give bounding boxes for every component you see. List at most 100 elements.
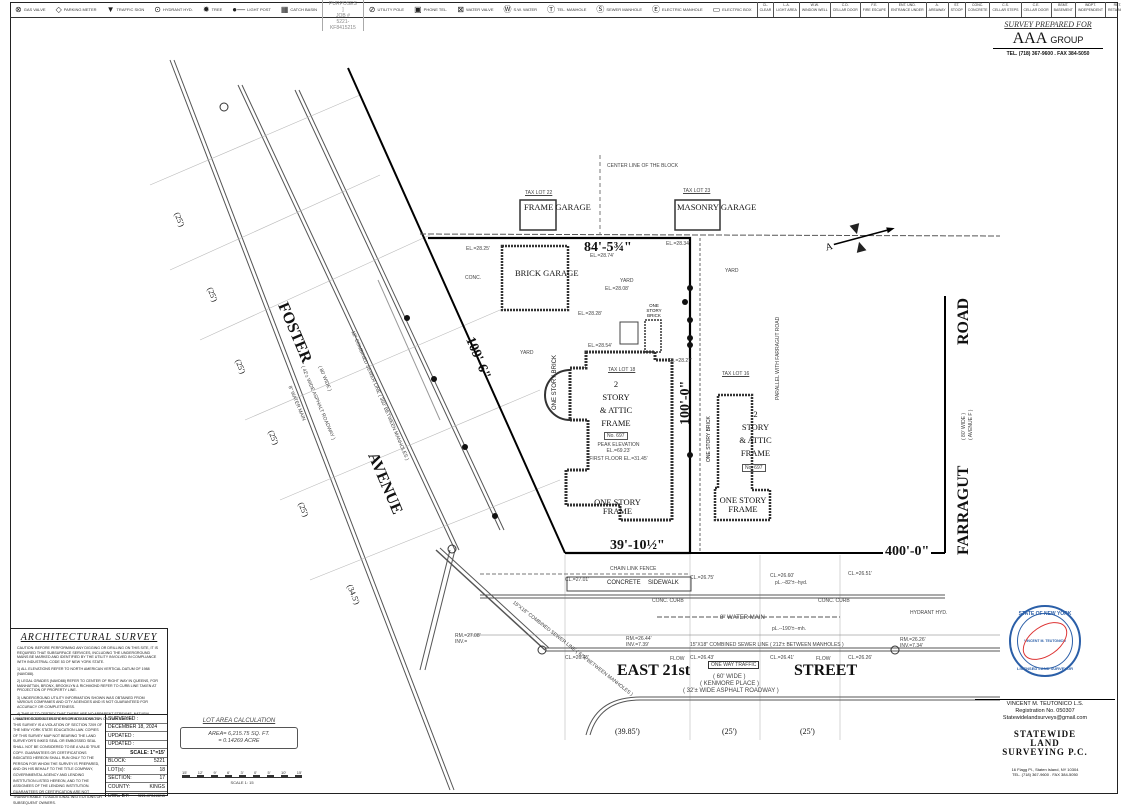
abbreviation-cell: C.E.CELLAR DOOR xyxy=(1020,2,1051,17)
registration-number: Registration No. 050307 xyxy=(1015,708,1075,714)
street-label-farragut: FARRAGUT xyxy=(955,465,972,555)
surveyor-name: VINCENT M. TEUTONICO L.S. xyxy=(1006,701,1084,707)
bay-one-story-brick: ONE STORY BRICK xyxy=(552,354,558,410)
wood-fence-north xyxy=(419,233,1001,237)
parking-meter-icon: ◇ xyxy=(55,5,62,14)
scale-bar-graphic xyxy=(182,775,302,778)
east21-width: ( 60' WIDE ) xyxy=(713,674,746,680)
scale-tick: 3' xyxy=(240,770,244,775)
abbreviation-cell: BSMT.BASEMENT xyxy=(1050,2,1075,17)
east21-water-main: 8" WATER MAIN xyxy=(720,615,765,621)
street-label-east-21st: EAST 21st xyxy=(617,662,691,679)
note-1: 1) ALL ELEVATIONS REFER TO NORTH AMERICA… xyxy=(17,667,150,676)
architectural-survey-box: ARCHITECTURAL SURVEY CAUTION: BEFORE PER… xyxy=(10,628,168,805)
abbreviation-cell: F.E.FIRE ESCAPE xyxy=(859,2,888,17)
elevation-4: EL.=28.08' xyxy=(605,286,629,292)
tree-icon: ✹ xyxy=(202,5,210,14)
hydrant-label: HYDRANT HYD. xyxy=(910,610,948,616)
legend-parking-meter: ◇PARKING METER xyxy=(55,5,97,14)
light-post-icon: ●— xyxy=(232,5,246,14)
water-icon: Ⓦ xyxy=(503,5,512,14)
drawing-frame xyxy=(10,2,1118,794)
gas-valve-icon: ⊗ xyxy=(15,5,22,14)
dim-north: 84'-5¾" xyxy=(584,240,632,255)
disclaimer: UNAUTHORIZED ALTERATIONS OR ADDITIONS TO… xyxy=(11,715,106,805)
lot-area-calculation: LOT AREA CALCULATION AREA= 6,215.75 SQ. … xyxy=(180,718,298,749)
legend-light-post: ●—LIGHT POST xyxy=(232,5,271,14)
scale-field: SCALE: 1"=15' xyxy=(106,749,167,758)
survey-title: ARCHITECTURAL SURVEY xyxy=(20,632,158,643)
cl-5: CL.=26.45' xyxy=(565,655,590,661)
updated-2: UPDATED : xyxy=(106,741,167,749)
elevation-5: EL.=28.28' xyxy=(578,311,602,317)
dwg-field: DWG BY:5221-KF8415215 xyxy=(108,792,165,799)
yard-label-3: YARD xyxy=(725,268,739,274)
property-line-west xyxy=(347,67,566,554)
frame-garage-label: FRAME GARAGE xyxy=(524,202,591,212)
scale-tick: 5' xyxy=(267,770,271,775)
cl-7: CL.=26.41' xyxy=(770,655,795,661)
farragut-alias: ( AVENUE F ) xyxy=(968,409,974,440)
prepared-for-label: SURVEY PREPARED FOR xyxy=(1004,20,1092,29)
note-4: 4) THIS IS TO CERTIFY THAT THERE ARE NO … xyxy=(17,712,151,721)
abbreviation-cell: C.S.CELLAR STEPS xyxy=(989,2,1020,17)
house-number: No. 697 xyxy=(604,432,628,440)
tel-manhole-icon: Ⓣ xyxy=(547,5,556,14)
abbreviation-cell: CONC.CONCRETE xyxy=(964,2,990,17)
abbreviation-cell: W.W.WINDOW WELL xyxy=(798,2,830,17)
legend-catch-basin: ▦CATCH BASIN xyxy=(280,5,318,14)
cl-6: CL.=26.43' xyxy=(690,655,715,661)
scale-tick: 6' xyxy=(226,770,230,775)
abbreviation-cell: C.D.CELLAR DOOR xyxy=(829,2,860,17)
legend-tree: ✹TREE xyxy=(202,5,223,14)
lot-area-title: LOT AREA CALCULATION xyxy=(202,718,276,724)
lot-area-box: AREA= 6,215.75 SQ. FT. = 0.14269 ACRE xyxy=(180,727,298,749)
foster-avenue-lines xyxy=(169,59,505,791)
concrete-label: CONCRETE xyxy=(607,580,641,586)
dim-south: 39'-10½" xyxy=(610,538,665,553)
surveyor-seal: STATE OF NEW YORK VINCENT M. TEUTONICO L… xyxy=(1009,605,1081,677)
scale-tick: 15' xyxy=(182,770,188,775)
east-21st-lines xyxy=(419,547,1000,736)
electric-manhole-icon: Ⓔ xyxy=(651,5,660,14)
rim-invert-2: RM.=26.26' INV.=7.34' xyxy=(900,637,926,649)
cl-1: CL.=27.01' xyxy=(565,577,590,583)
elevation-7: EL.=28.27' xyxy=(668,358,692,364)
phone-icon: ▣ xyxy=(414,5,422,14)
abbreviation-cell: L.A.LIGHT AREA xyxy=(773,2,799,17)
masonry-garage-outline xyxy=(674,199,721,231)
parallel-note: PARALLEL WITH FARRAGUT ROAD xyxy=(775,316,781,400)
legend-utility-pole: ⊘UTILITY POLE xyxy=(368,5,405,14)
title-purpose-note: [ NOT FOR TITLE PURPOSES ]JOB # 5221-KF8… xyxy=(322,0,364,31)
prepared-for-block: SURVEY PREPARED FOR AAA GROUP TEL. (718)… xyxy=(983,20,1113,57)
yard-label-2: YARD xyxy=(520,350,534,356)
neighbor-house-number: No. 697 xyxy=(742,464,766,472)
one-story-frame-label: ONE STORY FRAME xyxy=(594,497,641,516)
scale-tick: 0' xyxy=(254,770,258,775)
cl-8: CL.=26.26' xyxy=(848,655,873,661)
legend-electric-box: ▭ELECTRIC BOX xyxy=(712,5,752,14)
frame-garage-outline xyxy=(519,199,557,231)
main-house-label: 2 STORY & ATTIC FRAME xyxy=(599,379,633,428)
company-address: 16 Flagg Pl., Staten Island, NY 10304 TE… xyxy=(1011,767,1079,777)
stoop-steps xyxy=(619,321,639,345)
brick-garage-outline xyxy=(500,244,570,312)
pl-manhole: pL.--190'±--mh. xyxy=(772,626,806,632)
elevation-6: EL.=28.54' xyxy=(588,343,612,349)
hydrant-icon: ⊙ xyxy=(154,5,161,14)
company-logo: STATEWIDE LAND SURVEYING P.C. xyxy=(1002,729,1088,757)
tax-lot-16: TAX LOT 16 xyxy=(722,371,750,377)
note-3: 3) UNDERGROUND UTILITY INFORMATION SHOWN… xyxy=(17,695,148,709)
caution-note: CAUTION: BEFORE PERFORMING ANY DIGGING O… xyxy=(17,646,158,664)
electric-box-icon: ▭ xyxy=(712,5,721,14)
flow-label-2: FLOW xyxy=(816,656,831,662)
client-tel: TEL. (718) 367-9600 . FAX 384-5050 xyxy=(1006,51,1090,57)
one-way-traffic-sign: ONE WAY TRAFFIC xyxy=(708,661,760,669)
section-field: SECTION:17 xyxy=(106,775,167,783)
peak-elevation: PEAK ELEVATION EL.=69.23' xyxy=(597,442,640,454)
rear-one-story-brick: ONE STORY BRICK xyxy=(646,303,662,318)
conc-curb-label: CONC. CURB xyxy=(652,598,684,604)
